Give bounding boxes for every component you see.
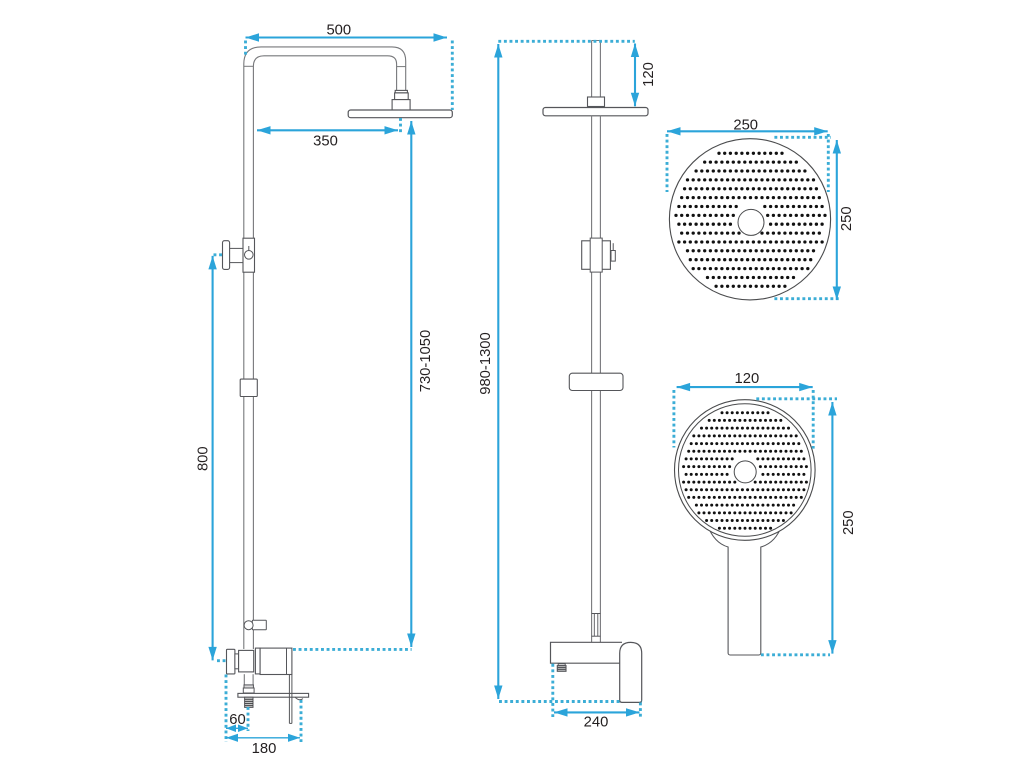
svg-text:350: 350 — [313, 134, 338, 150]
svg-text:800: 800 — [195, 446, 211, 471]
svg-text:180: 180 — [252, 741, 277, 757]
svg-text:240: 240 — [584, 715, 609, 731]
svg-text:980-1300: 980-1300 — [478, 332, 494, 395]
svg-text:120: 120 — [641, 62, 657, 87]
svg-text:250: 250 — [733, 118, 758, 134]
svg-text:60: 60 — [229, 712, 245, 728]
svg-text:120: 120 — [735, 371, 760, 387]
svg-text:250: 250 — [841, 510, 857, 535]
svg-text:500: 500 — [326, 22, 351, 38]
svg-text:250: 250 — [839, 206, 855, 231]
svg-text:730-1050: 730-1050 — [418, 330, 434, 393]
